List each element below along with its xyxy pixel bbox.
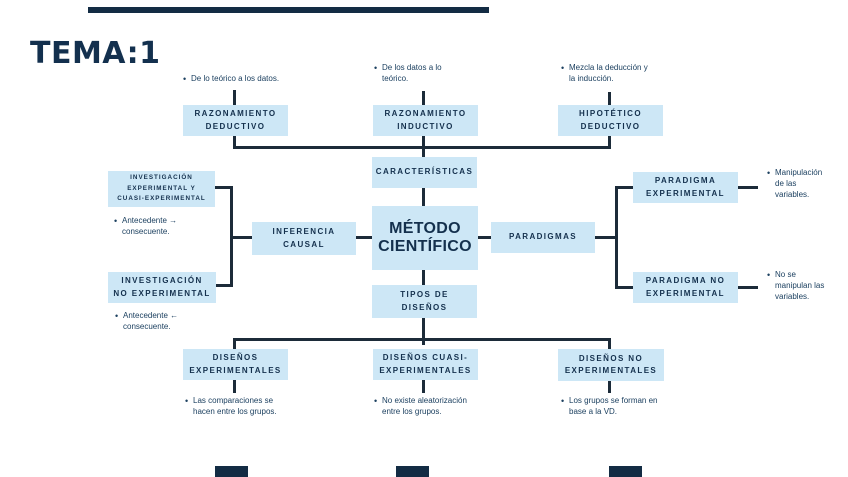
node-tipos-de-disenos: TIPOS DE DISEÑOS bbox=[372, 285, 477, 318]
top-accent-bar bbox=[88, 7, 489, 13]
bottom-accent-chip bbox=[396, 466, 429, 477]
connector-line bbox=[422, 380, 425, 393]
node-investigacion-experimental: INVESTIGACIÓN EXPERIMENTAL Y CUASI-EXPER… bbox=[108, 171, 215, 207]
connector-line bbox=[230, 236, 252, 239]
connector-line bbox=[738, 286, 758, 289]
connector-line bbox=[233, 338, 611, 341]
node-hipotetico-deductivo: HIPOTÉTICO DEDUCTIVO bbox=[558, 105, 663, 136]
bottom-accent-chip bbox=[215, 466, 248, 477]
note-paradigma-experimental: Manipulación de las variables. bbox=[767, 167, 848, 200]
connector-line bbox=[233, 380, 236, 393]
connector-line bbox=[422, 91, 425, 105]
node-razonamiento-inductivo: RAZONAMIENTO INDUCTIVO bbox=[373, 105, 478, 136]
connector-line bbox=[233, 146, 611, 149]
connector-line bbox=[608, 339, 611, 349]
node-disenos-no-experimentales: DISEÑOS NO EXPERIMENTALES bbox=[558, 349, 664, 381]
connector-line bbox=[422, 188, 425, 206]
connector-line bbox=[608, 92, 611, 105]
node-metodo-cientifico: MÉTODO CIENTÍFICO bbox=[372, 206, 478, 270]
bottom-accent-chip bbox=[609, 466, 642, 477]
note-disenos-cuasi-experimentales: No existe aleatorización entre los grupo… bbox=[374, 395, 510, 418]
connector-line bbox=[615, 186, 618, 288]
connector-line bbox=[233, 90, 236, 105]
connector-line bbox=[595, 236, 618, 239]
note-hipotetico-deductivo: Mezcla la deducción y la inducción. bbox=[561, 62, 687, 85]
node-investigacion-no-experimental: INVESTIGACIÓN NO EXPERIMENTAL bbox=[108, 272, 216, 303]
note-disenos-no-experimentales: Los grupos se forman en base a la VD. bbox=[561, 395, 691, 418]
connector-line bbox=[233, 339, 236, 349]
connector-line bbox=[608, 381, 611, 393]
node-paradigma-no-experimental: PARADIGMA NO EXPERIMENTAL bbox=[633, 272, 738, 303]
node-disenos-cuasi-experimentales: DISEÑOS CUASI- EXPERIMENTALES bbox=[373, 349, 478, 380]
note-paradigma-no-experimental: No se manipulan las variables. bbox=[767, 269, 848, 302]
note-investigacion-experimental: Antecedente → consecuente. bbox=[114, 215, 217, 238]
note-investigacion-no-experimental: Antecedente ← consecuente. bbox=[115, 310, 218, 333]
connector-line bbox=[213, 186, 233, 189]
note-disenos-experimentales: Las comparaciones se hacen entre los gru… bbox=[185, 395, 321, 418]
note-razonamiento-inductivo: De los datos a lo teórico. bbox=[374, 62, 477, 85]
node-disenos-experimentales: DISEÑOS EXPERIMENTALES bbox=[183, 349, 288, 380]
connector-line bbox=[738, 186, 758, 189]
connector-line bbox=[233, 136, 236, 149]
note-razonamiento-deductivo: De lo teórico a los datos. bbox=[183, 73, 306, 85]
connector-line bbox=[615, 286, 633, 289]
node-caracteristicas: CARACTERÍSTICAS bbox=[372, 157, 477, 188]
connector-line bbox=[615, 186, 633, 189]
connector-line bbox=[422, 148, 425, 157]
connector-line bbox=[422, 318, 425, 345]
connector-line bbox=[356, 236, 372, 239]
node-paradigmas: PARADIGMAS bbox=[491, 222, 595, 253]
node-razonamiento-deductivo: RAZONAMIENTO DEDUCTIVO bbox=[183, 105, 288, 136]
connector-line bbox=[422, 136, 425, 149]
connector-line bbox=[478, 236, 491, 239]
connector-line bbox=[422, 270, 425, 285]
node-paradigma-experimental: PARADIGMA EXPERIMENTAL bbox=[633, 172, 738, 203]
page-title: TEMA:1 bbox=[30, 36, 161, 71]
connector-line bbox=[214, 284, 233, 287]
connector-line bbox=[608, 136, 611, 149]
node-inferencia-causal: INFERENCIA CAUSAL bbox=[252, 222, 356, 255]
